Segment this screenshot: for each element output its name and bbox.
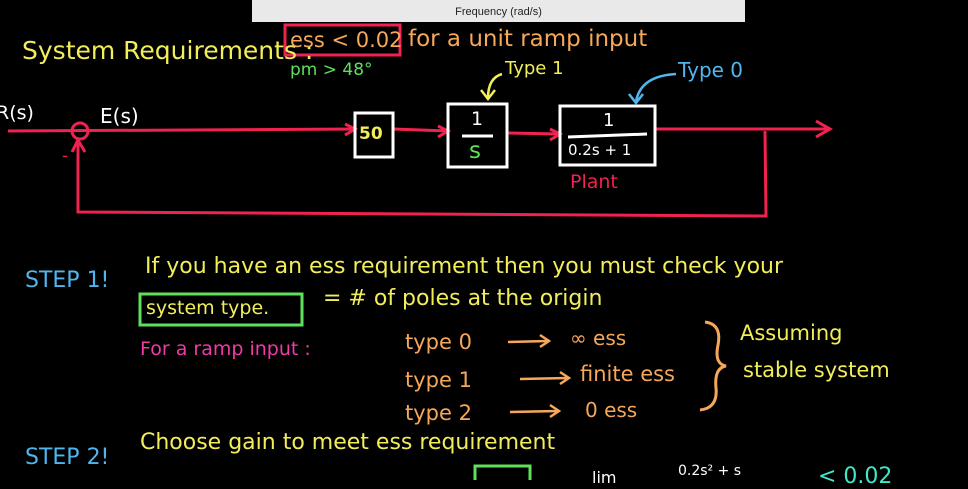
limit-expression: 0.2s² + s <box>678 463 742 479</box>
integrator-block <box>446 102 509 169</box>
summing-junction <box>70 121 90 141</box>
plant-block <box>558 104 657 167</box>
row-type2-result: 0 ess <box>585 398 638 422</box>
limit-label: lim <box>592 468 617 487</box>
feedback-wire <box>76 130 768 218</box>
row-type1: type 1 <box>405 368 472 392</box>
gain-box-partial <box>473 464 532 480</box>
ess-requirement-box <box>283 23 402 57</box>
integrator-numerator: 1 <box>471 108 484 130</box>
stable-system-label: stable system <box>743 358 890 382</box>
step1-line2: = # of poles at the origin <box>323 286 603 311</box>
integrator-denominator: s <box>469 138 481 164</box>
plant-label: Plant <box>570 171 618 193</box>
row-type0: type 0 <box>405 330 472 354</box>
type0-label: Type 0 <box>678 58 744 82</box>
requirements-title: System Requirements : <box>22 36 314 65</box>
forward-wire <box>7 127 828 136</box>
row-type0-result: ∞ ess <box>570 326 627 350</box>
ess-inequality: < 0.02 <box>818 464 893 489</box>
gain-block <box>353 111 395 159</box>
type1-label: Type 1 <box>505 58 564 79</box>
frequency-axis-bar: Frequency (rad/s) <box>252 0 745 22</box>
frequency-axis-label: Frequency (rad/s) <box>455 6 542 18</box>
system-type-box <box>138 292 304 327</box>
brace-icon <box>699 320 727 412</box>
step1-line1: If you have an ess requirement then you … <box>145 254 784 279</box>
assuming-label: Assuming <box>740 321 843 345</box>
step2-line1: Choose gain to meet ess requirement <box>140 430 556 455</box>
row-type2: type 2 <box>405 401 472 425</box>
error-label: E(s) <box>100 104 139 128</box>
step1-label: STEP 1! <box>25 268 110 293</box>
system-type-text: system type. <box>146 297 270 319</box>
plant-numerator: 1 <box>603 110 615 131</box>
plant-denominator: 0.2s + 1 <box>568 141 632 159</box>
minus-sign: - <box>62 146 68 165</box>
ess-requirement: ess < 0.02 <box>290 28 403 52</box>
ess-requirement-suffix: for a unit ramp input <box>408 26 648 52</box>
output-arrow-icon <box>815 119 834 139</box>
type0-arrow-icon <box>628 72 677 106</box>
row-type1-result: finite ess <box>580 362 676 386</box>
type1-arrow-icon <box>480 72 503 102</box>
step2-label: STEP 2! <box>25 445 110 470</box>
pm-requirement: pm > 48° <box>290 60 373 80</box>
input-label: R(s) <box>0 102 34 124</box>
gain-value: 50 <box>359 124 383 144</box>
ramp-input-label: For a ramp input : <box>140 338 311 360</box>
